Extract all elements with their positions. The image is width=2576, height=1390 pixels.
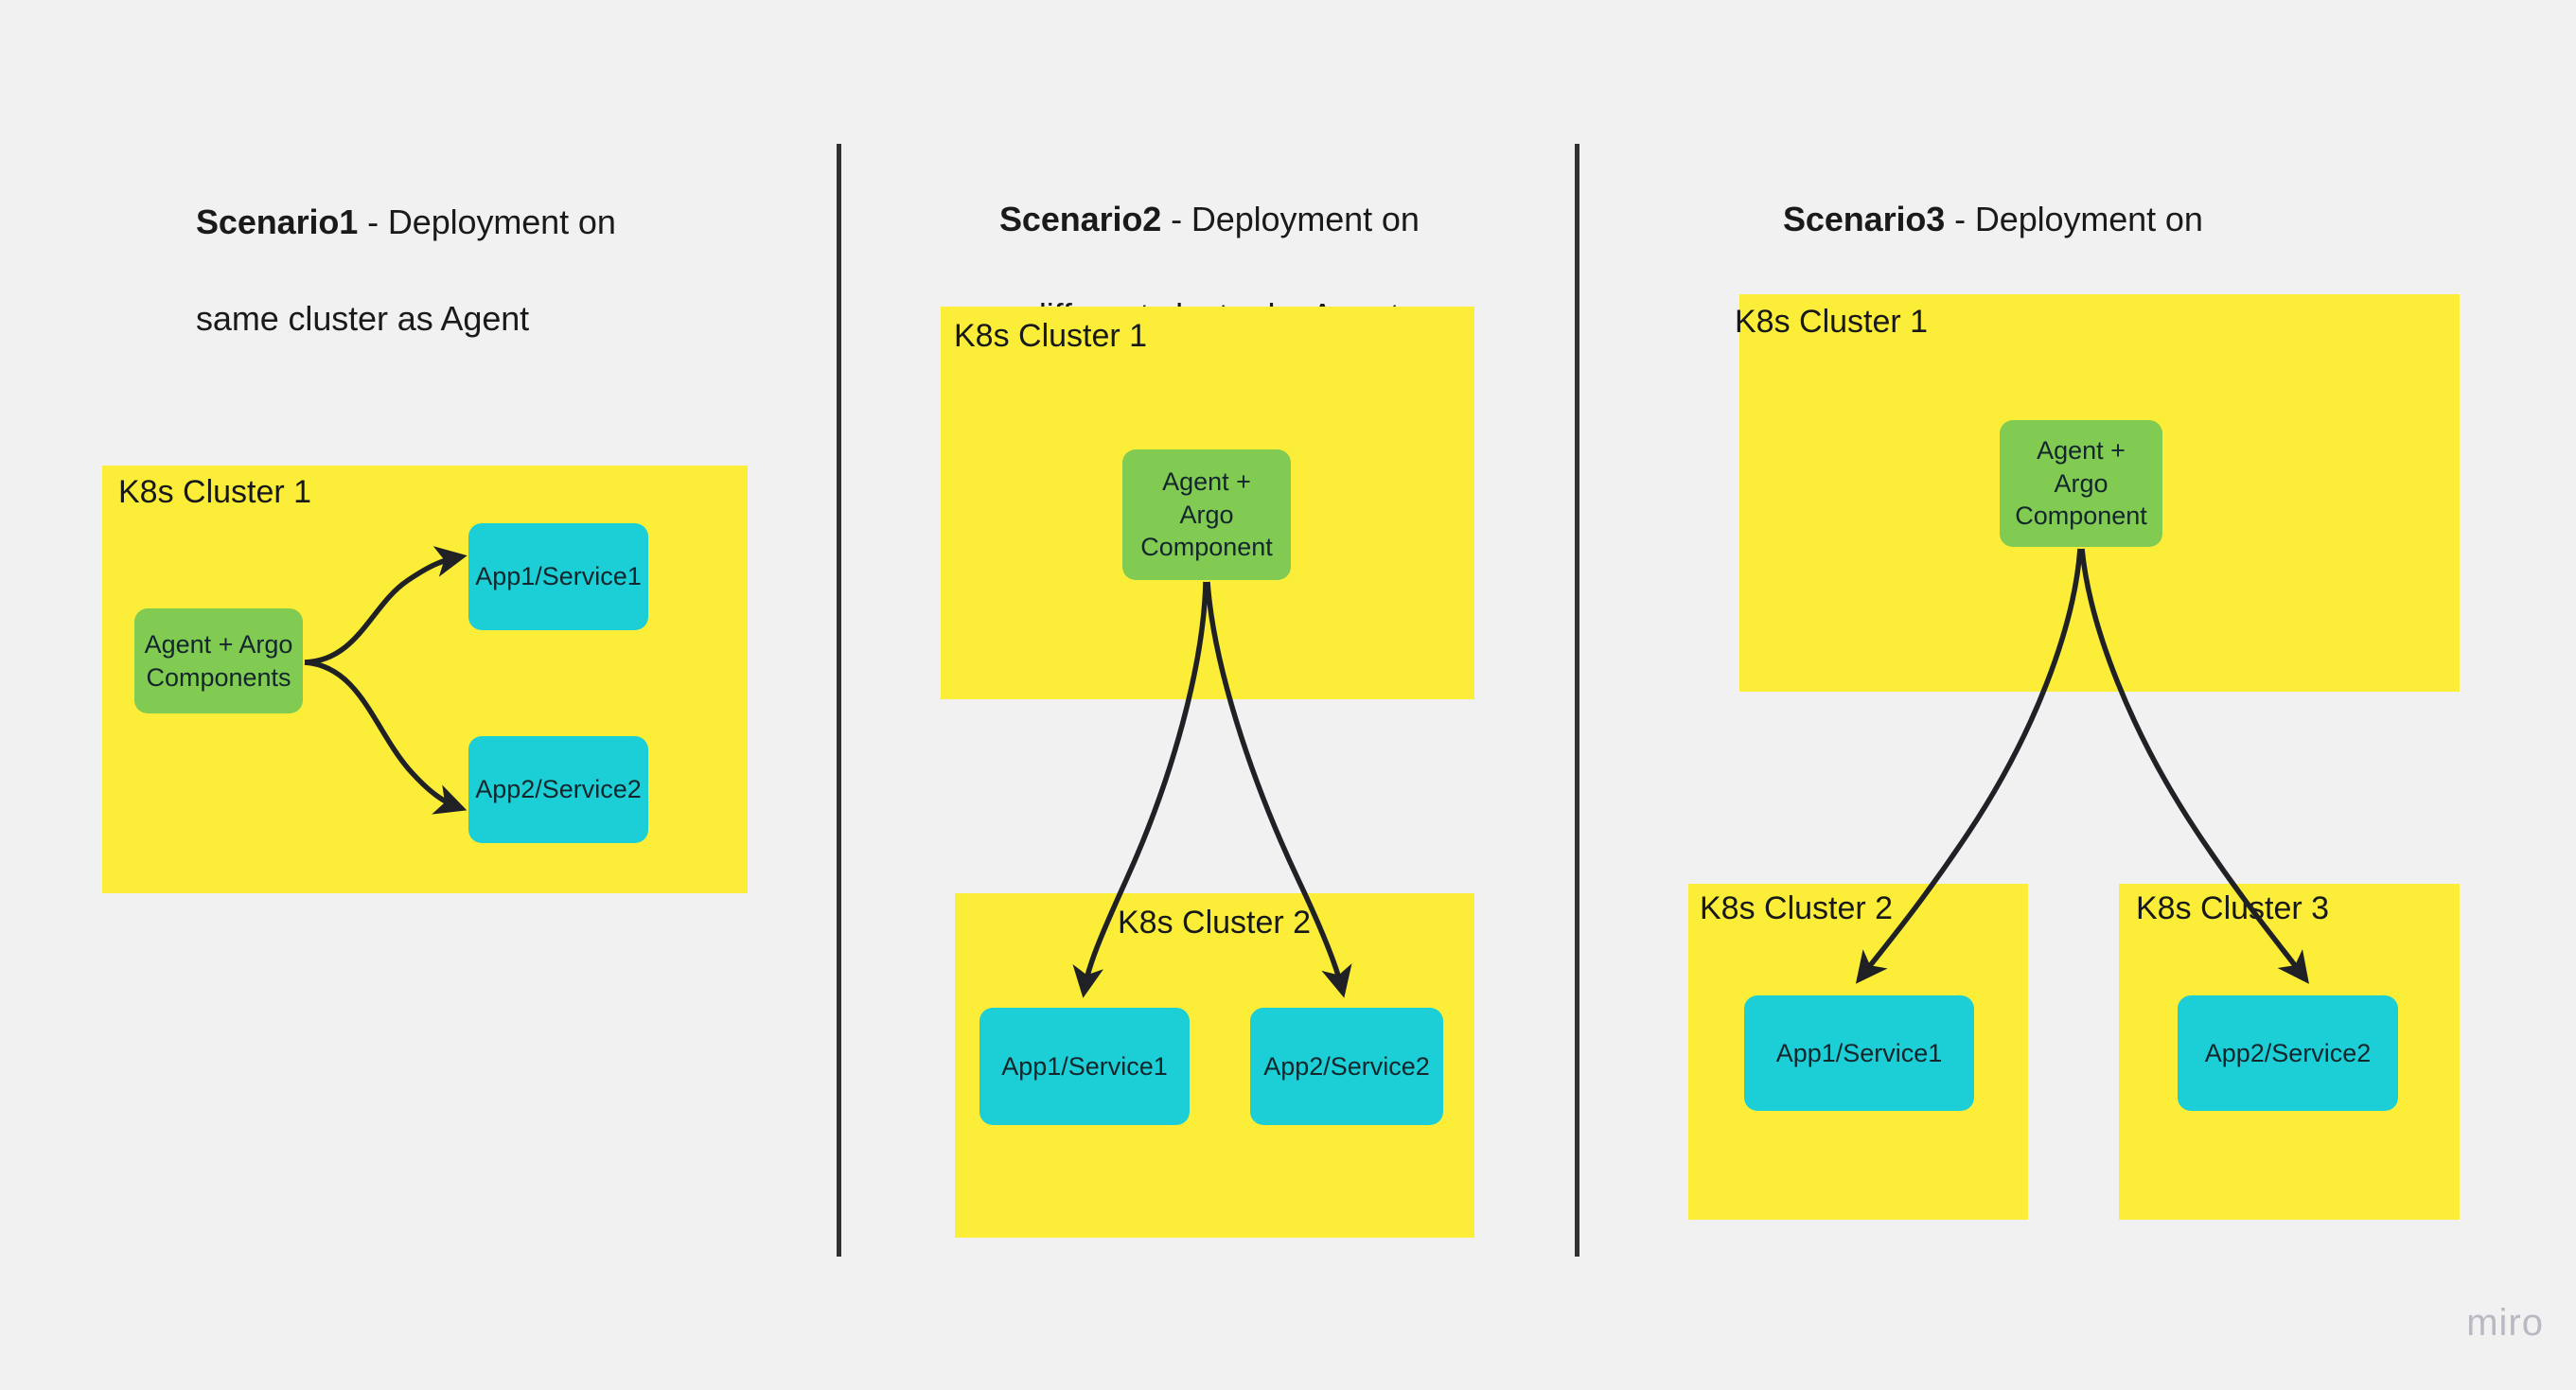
scenario1-cluster1-label: K8s Cluster 1 xyxy=(118,474,312,510)
scenario2-app2-node[interactable]: App2/Service2 xyxy=(1250,1008,1443,1125)
divider-1 xyxy=(837,144,841,1257)
scenario2-cluster2-label: K8s Cluster 2 xyxy=(1118,905,1312,941)
scenario3-cluster1-label: K8s Cluster 1 xyxy=(1735,304,1929,340)
scenario2-app1-node[interactable]: App1/Service1 xyxy=(979,1008,1190,1125)
scenario3-title-rest: - Deployment on xyxy=(1945,200,2203,239)
scenario1-title-strong: Scenario1 xyxy=(196,202,359,242)
scenario3-app2-node[interactable]: App2/Service2 xyxy=(2178,995,2398,1111)
scenario2-title-strong: Scenario2 xyxy=(999,200,1162,239)
scenario1-title-rest: - Deployment on xyxy=(358,202,616,242)
scenario2-cluster1-label: K8s Cluster 1 xyxy=(954,318,1148,354)
scenario1-title: Scenario1 - Deployment on same cluster a… xyxy=(196,150,726,343)
scenario1-title-line2: same cluster as Agent xyxy=(196,299,530,339)
scenario2-title-rest: - Deployment on xyxy=(1161,200,1420,239)
scenario1-agent-node[interactable]: Agent + Argo Components xyxy=(134,608,303,713)
scenario1-app1-node[interactable]: App1/Service1 xyxy=(468,523,648,630)
scenario3-cluster3-label: K8s Cluster 3 xyxy=(2136,890,2330,926)
scenario3-agent-node[interactable]: Agent + Argo Component xyxy=(2000,420,2162,547)
miro-watermark: miro xyxy=(2466,1302,2544,1344)
scenario3-cluster2-label: K8s Cluster 2 xyxy=(1700,890,1894,926)
scenario3-app1-node[interactable]: App1/Service1 xyxy=(1744,995,1974,1111)
scenario3-title-strong: Scenario3 xyxy=(1783,200,1946,239)
scenario1-app2-node[interactable]: App2/Service2 xyxy=(468,736,648,843)
scenario2-agent-node[interactable]: Agent + Argo Component xyxy=(1122,449,1291,580)
divider-2 xyxy=(1575,144,1579,1257)
